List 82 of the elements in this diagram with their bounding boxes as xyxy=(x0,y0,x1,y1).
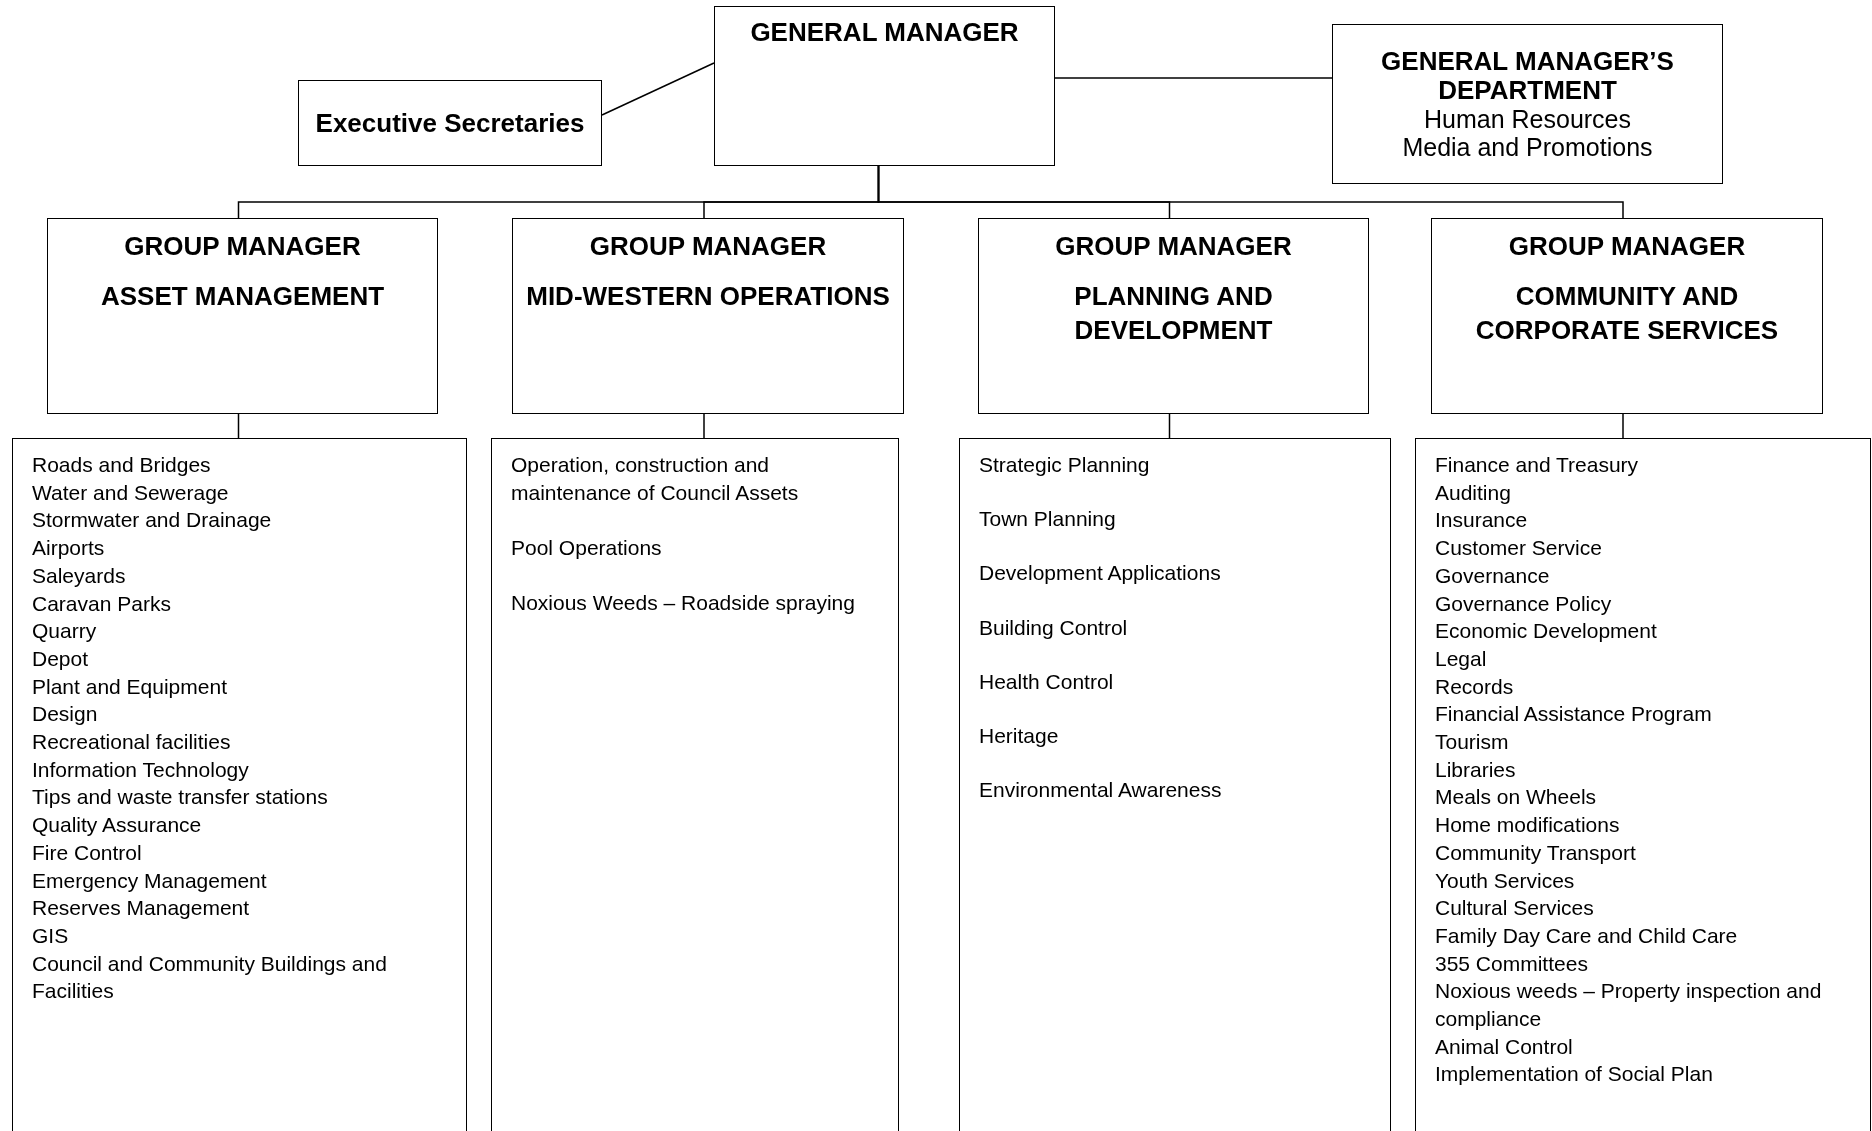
list-item: Youth Services xyxy=(1435,867,1576,894)
list-item: Depot xyxy=(32,645,90,672)
connector-line xyxy=(703,413,705,439)
list-item: 355 Committees xyxy=(1435,950,1589,977)
list-item: Emergency Management xyxy=(32,867,268,894)
function-list-box xyxy=(12,438,467,1131)
list-item: Meals on Wheels xyxy=(1435,784,1598,811)
list-item: Recreational facilities xyxy=(32,729,232,756)
list-item: Tips and waste transfer stations xyxy=(32,784,329,811)
group-manager-box xyxy=(512,218,904,414)
heading: GROUP MANAGER xyxy=(1507,230,1747,263)
group-manager-box xyxy=(47,218,438,414)
list-item: Noxious Weeds – Roadside spraying xyxy=(511,590,856,617)
heading: GROUP MANAGER xyxy=(1054,230,1293,263)
list-item: Town Planning xyxy=(979,506,1117,533)
list-item: Financial Assistance Program xyxy=(1435,701,1713,728)
list-item: Strategic Planning xyxy=(979,452,1151,478)
heading: ASSET MANAGEMENT xyxy=(99,280,386,313)
connector-line xyxy=(1168,413,1171,439)
list-item: Roads and Bridges xyxy=(32,452,212,478)
list-item: Governance xyxy=(1435,562,1551,589)
list-item: Health Control xyxy=(979,668,1115,695)
heading: COMMUNITY AND CORPORATE SERVICES xyxy=(1474,280,1780,347)
function-list-box xyxy=(959,438,1391,1131)
list-item: GIS xyxy=(32,922,70,949)
list-item: Fire Control xyxy=(32,839,143,866)
list-item: Airports xyxy=(32,535,106,562)
list-item: Cultural Services xyxy=(1435,895,1595,922)
heading: Executive Secretaries xyxy=(314,107,586,140)
heading: GROUP MANAGER xyxy=(588,230,828,263)
list-item: Reserves Management xyxy=(32,895,251,922)
list-item: Water and Sewerage xyxy=(32,479,230,506)
list-item: Heritage xyxy=(979,723,1060,749)
list-item: Pool Operations xyxy=(511,535,663,562)
heading: GROUP MANAGER xyxy=(123,230,362,263)
list-item: Auditing xyxy=(1435,479,1512,506)
heading: GENERAL MANAGER xyxy=(749,16,1020,49)
function-list-box xyxy=(1415,438,1871,1131)
list-item: Insurance xyxy=(1435,507,1529,534)
list-item: Animal Control xyxy=(1435,1033,1574,1060)
list-item: Quality Assurance xyxy=(32,812,203,839)
list-item: Information Technology xyxy=(32,756,250,783)
list-item: Design xyxy=(32,701,99,728)
list-item: Noxious weeds – Property inspection and compliance xyxy=(1435,978,1823,1033)
department-function: Human Resources xyxy=(1423,105,1632,133)
connector-line xyxy=(1054,77,1333,79)
list-item: Legal xyxy=(1435,645,1488,672)
list-item: Building Control xyxy=(979,614,1129,641)
list-item: Finance and Treasury xyxy=(1435,452,1640,478)
list-item: Environmental Awareness xyxy=(979,777,1223,804)
list-item: Council and Community Buildings and Facilities xyxy=(32,950,388,1005)
list-item: Quarry xyxy=(32,618,98,645)
connector-line xyxy=(601,62,715,116)
list-item: Development Applications xyxy=(979,560,1222,587)
department-box xyxy=(1332,24,1723,184)
list-item: Plant and Equipment xyxy=(32,673,228,700)
connector-line xyxy=(237,413,240,439)
department-function: Media and Promotions xyxy=(1401,133,1654,161)
list-item: Customer Service xyxy=(1435,535,1603,562)
list-item: Caravan Parks xyxy=(32,590,172,617)
list-item: Implementation of Social Plan xyxy=(1435,1061,1714,1088)
list-item: Economic Development xyxy=(1435,618,1658,645)
list-item: Libraries xyxy=(1435,756,1517,783)
list-item: Operation, construction and maintenance of Council Assets xyxy=(511,452,800,506)
manager-box xyxy=(714,6,1055,166)
list-item: Saleyards xyxy=(32,562,127,589)
list-item: Tourism xyxy=(1435,729,1510,756)
heading: PLANNING AND DEVELOPMENT xyxy=(1073,280,1274,347)
list-item: Community Transport xyxy=(1435,839,1637,866)
heading: MID-WESTERN OPERATIONS xyxy=(525,280,891,313)
connector-line xyxy=(877,165,1624,219)
group-manager-box xyxy=(978,218,1369,414)
function-list-box xyxy=(491,438,899,1131)
list-item: Family Day Care and Child Care xyxy=(1435,922,1739,949)
connector-line xyxy=(1622,413,1624,439)
group-manager-box xyxy=(1431,218,1823,414)
list-item: Records xyxy=(1435,673,1515,700)
list-item: Stormwater and Drainage xyxy=(32,507,273,534)
list-item: Governance Policy xyxy=(1435,590,1613,617)
list-item: Home modifications xyxy=(1435,812,1621,839)
heading: GENERAL MANAGER’S DEPARTMENT xyxy=(1380,47,1675,105)
secretaries-box xyxy=(298,80,602,166)
